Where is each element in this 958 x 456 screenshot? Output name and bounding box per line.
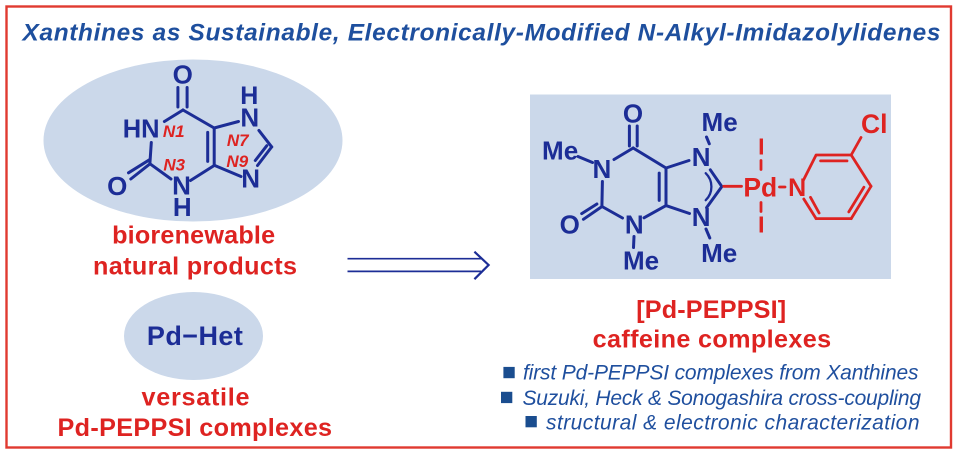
svg-text:N: N (692, 202, 711, 232)
svg-text:O: O (107, 171, 127, 201)
svg-text:Pd−Het: Pd−Het (147, 321, 243, 351)
svg-text:caffeine complexes: caffeine complexes (593, 325, 832, 353)
svg-text:N: N (625, 210, 644, 240)
svg-text:versatile: versatile (142, 384, 250, 412)
svg-text:O: O (560, 209, 580, 239)
svg-text:N7: N7 (227, 131, 250, 150)
svg-text:first Pd-PEPPSI complexes from: first Pd-PEPPSI complexes from Xanthines (523, 361, 919, 384)
svg-text:HN: HN (123, 116, 160, 144)
svg-text:Me: Me (701, 238, 737, 268)
svg-text:O: O (623, 98, 643, 128)
svg-text:N: N (788, 174, 806, 202)
svg-text:I: I (758, 133, 764, 159)
svg-text:H: H (173, 192, 192, 222)
svg-text:Me: Me (542, 135, 578, 165)
svg-text:N: N (240, 102, 259, 132)
svg-text:Me: Me (623, 245, 659, 275)
svg-text:N: N (692, 142, 711, 172)
svg-text:I: I (758, 212, 765, 238)
svg-text:N1: N1 (163, 122, 185, 141)
svg-text:O: O (173, 60, 193, 90)
svg-text:structural & electronic charac: structural & electronic characterization (546, 412, 920, 435)
svg-text:[Pd-PEPPSI]: [Pd-PEPPSI] (636, 296, 786, 324)
svg-text:Xanthines as Sustainable, Elec: Xanthines as Sustainable, Electronically… (21, 20, 941, 47)
svg-text:biorenewable: biorenewable (112, 222, 275, 250)
svg-text:Suzuki, Heck & Sonogashira cro: Suzuki, Heck & Sonogashira cross-couplin… (523, 387, 922, 410)
svg-text:N: N (241, 163, 260, 193)
svg-text:natural products: natural products (93, 252, 297, 280)
svg-text:N: N (593, 154, 612, 184)
svg-text:Pd-PEPPSI complexes: Pd-PEPPSI complexes (58, 414, 332, 442)
svg-text:H: H (240, 82, 258, 110)
svg-text:Cl: Cl (861, 109, 888, 139)
svg-text:N: N (172, 170, 191, 200)
svg-text:Me: Me (702, 107, 738, 137)
svg-text:N3: N3 (163, 155, 185, 174)
svg-text:N9: N9 (226, 152, 248, 171)
svg-text:Pd: Pd (743, 172, 777, 202)
